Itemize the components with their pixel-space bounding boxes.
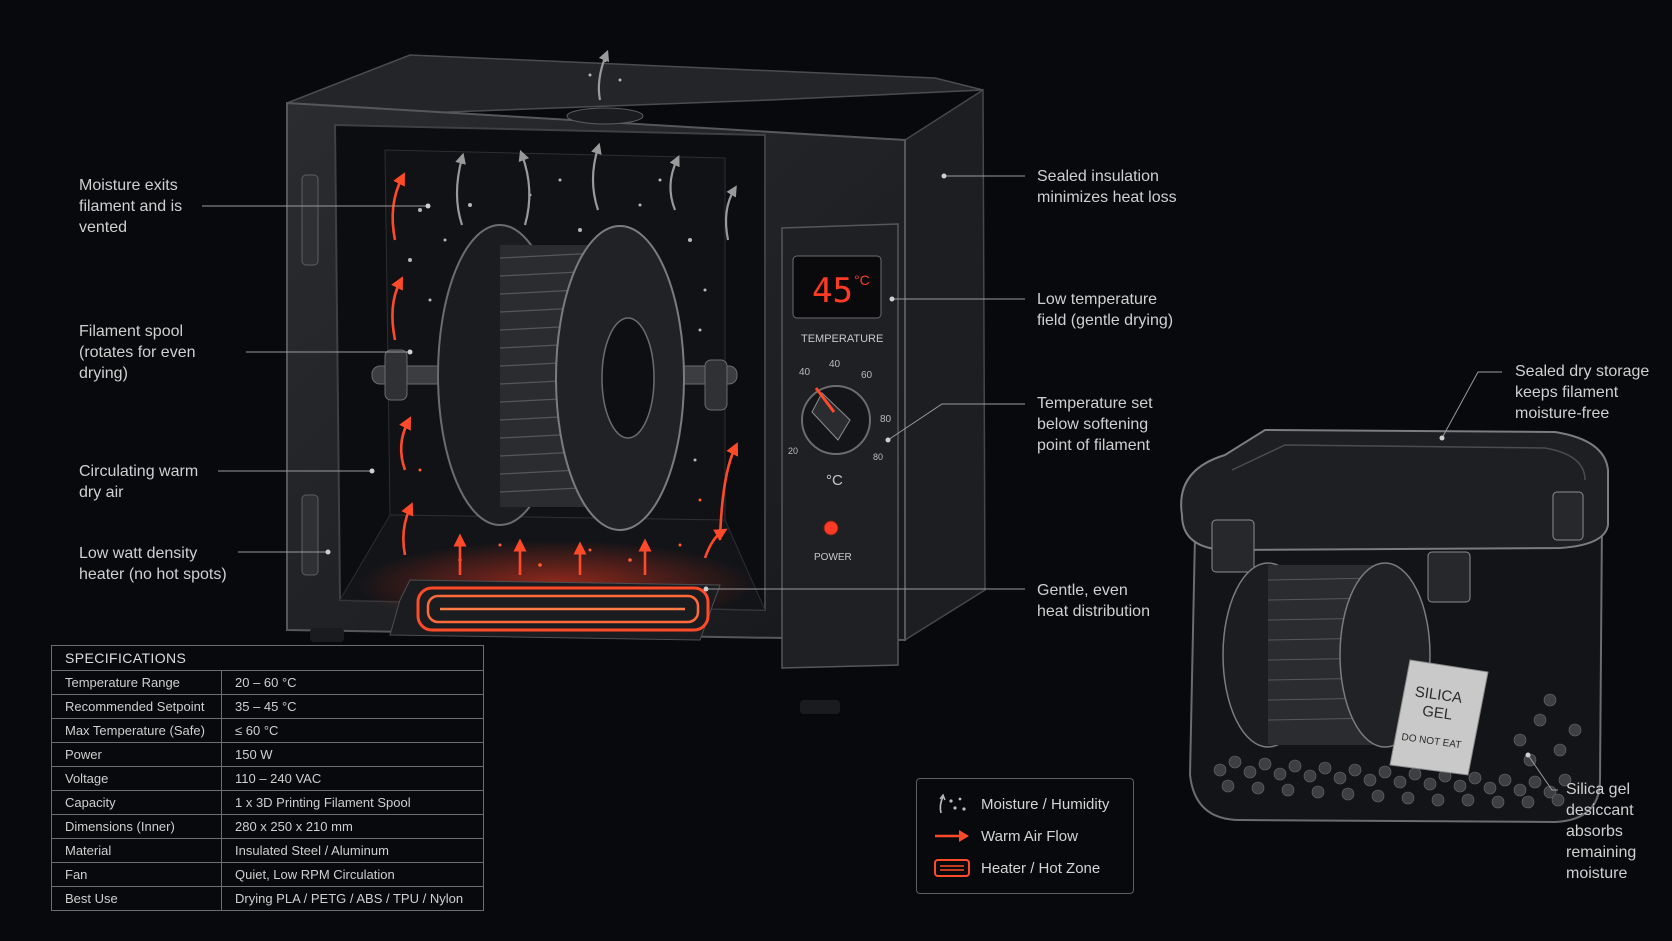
spec-key: Temperature Range (51, 670, 222, 695)
spec-value: 1 x 3D Printing Filament Spool (221, 790, 484, 815)
spec-key: Recommended Setpoint (51, 694, 222, 719)
dial-tick-40a: 40 (799, 367, 811, 378)
callout-moisture-exits: Moisture exits filament and is vented (79, 177, 183, 236)
spec-value: ≤ 60 °C (221, 718, 484, 743)
temp-display-unit: °C (854, 272, 870, 288)
legend-item-heater: Heater / Hot Zone (933, 857, 1100, 879)
callout-filament-spool: Filament spool (rotates for even drying) (79, 323, 196, 382)
legend-label: Heater / Hot Zone (981, 859, 1101, 877)
callout-sealed-insulation: Sealed insulation minimizes heat loss (1037, 168, 1177, 206)
spec-key: Dimensions (Inner) (51, 814, 222, 839)
spec-value: Drying PLA / PETG / ABS / TPU / Nylon (221, 886, 484, 911)
storage-container (1180, 428, 1609, 824)
spec-key: Voltage (51, 766, 222, 791)
callout-temp-set: Temperature set below softening point of… (1037, 395, 1153, 454)
spec-value: Quiet, Low RPM Circulation (221, 862, 484, 887)
dial-tick-80a: 80 (880, 414, 892, 425)
temp-display: 45 (812, 271, 853, 311)
callout-silica-gel: Silica gel desiccant absorbs remaining m… (1566, 781, 1637, 882)
leader-dots (325, 173, 1531, 758)
control-panel (781, 223, 899, 669)
packet-line2: GEL (1421, 703, 1453, 724)
legend-label: Moisture / Humidity (981, 795, 1110, 813)
legend-item-warm-air: Warm Air Flow (933, 825, 1078, 847)
spec-key: Max Temperature (Safe) (51, 718, 222, 743)
spec-value: 20 – 60 °C (221, 670, 484, 695)
temperature-label: TEMPERATURE (801, 333, 883, 345)
callout-circulating-air: Circulating warm dry air (79, 463, 199, 501)
dial-tick-40b: 40 (829, 359, 841, 370)
callout-heater: Low watt density heater (no hot spots) (79, 545, 227, 583)
spec-value: 110 – 240 VAC (221, 766, 484, 791)
callout-even-heat: Gentle, even heat distribution (1037, 582, 1150, 620)
spec-value: Insulated Steel / Aluminum (221, 838, 484, 863)
legend-item-moisture: Moisture / Humidity (933, 793, 1109, 815)
power-label: POWER (814, 552, 852, 563)
dial-tick-80b: 80 (873, 452, 883, 462)
spec-value: 150 W (221, 742, 484, 767)
table-row: Max Temperature (Safe)≤ 60 °C (51, 718, 484, 743)
warm-air-arrows (391, 172, 739, 575)
spec-key: Power (51, 742, 222, 767)
moisture-icon (939, 793, 966, 814)
dial-tick-20: 20 (788, 446, 798, 456)
arrow-right-icon (935, 830, 969, 842)
filament-spool (371, 224, 738, 531)
table-row: Dimensions (Inner)280 x 250 x 210 mm (51, 814, 484, 839)
spec-key: Capacity (51, 790, 222, 815)
legend: Moisture / Humidity Warm Air Flow Heater… (916, 778, 1134, 894)
dial-tick-60: 60 (861, 370, 873, 381)
callout-low-temp-field: Low temperature field (gentle drying) (1037, 291, 1174, 329)
heater-icon (934, 859, 970, 877)
dial-unit: °C (826, 472, 843, 489)
legend-label: Warm Air Flow (981, 827, 1078, 845)
spec-key: Material (51, 838, 222, 863)
packet-line1: SILICA (1414, 683, 1463, 706)
spec-value: 35 – 45 °C (221, 694, 484, 719)
callout-dry-storage: Sealed dry storage keeps filament moistu… (1515, 363, 1650, 422)
silica-beads (1213, 693, 1582, 809)
leader-lines (202, 175, 1558, 791)
spec-key: Best Use (51, 886, 222, 911)
heater-element (355, 540, 755, 641)
spec-value: 280 x 250 x 210 mm (221, 814, 484, 839)
specifications-title: SPECIFICATIONS (51, 645, 484, 671)
vapor-arrows (455, 49, 737, 241)
spec-key: Fan (51, 862, 222, 887)
